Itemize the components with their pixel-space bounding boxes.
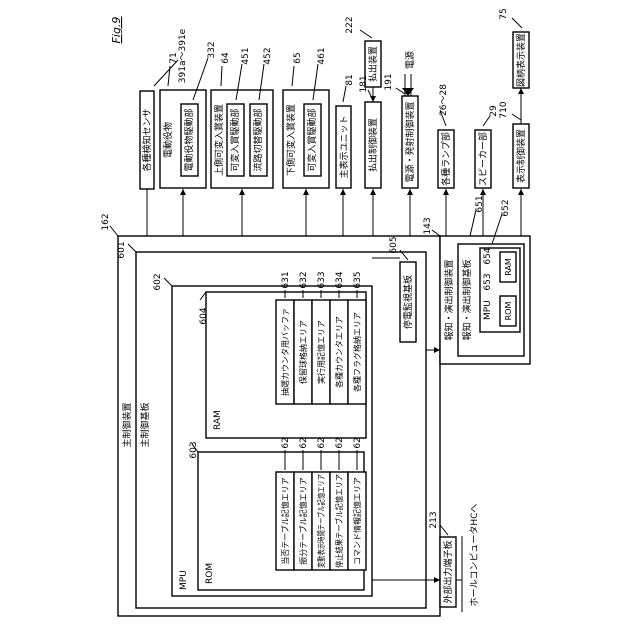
lower-drive-label: 可変入賞駆動部 <box>306 108 318 171</box>
ram-ref: 604 <box>199 307 209 324</box>
rom-area-label: 変動表示時間テーブル記憶エリア <box>316 474 326 568</box>
display-control-label: 表示制御装置 <box>515 129 527 183</box>
ram-area-ref: 631 <box>281 271 291 288</box>
rom-area-label: 振分テーブル記憶エリア <box>298 477 308 565</box>
lamp-label: 各種ランプ部 <box>440 132 452 186</box>
sub-mpu-label: MPU <box>483 300 493 320</box>
lamp-ref: 26〜28 <box>439 84 449 116</box>
ram-area-label: 保留球格納エリア <box>298 320 308 384</box>
main-display-label: 主表示ユニット <box>338 115 350 178</box>
stop-board-label: 停電監視基板 <box>402 275 414 329</box>
lower-unit-label: 下側可変入賞装置 <box>285 104 297 176</box>
ram-area-label: 各種カウンタエリア <box>334 316 344 388</box>
notice-board-label: 報知・演出制御基板 <box>461 259 473 340</box>
electric-device-label: 電動役物 <box>162 122 174 158</box>
lower-unit-ref: 65 <box>293 52 303 63</box>
ram-area-label: 実行用記憶エリア <box>316 320 326 384</box>
mpu-label: MPU <box>179 570 189 590</box>
rom-area-label: 当否テーブル記憶エリア <box>280 477 290 565</box>
hall-computer-label: ホールコンピュータHCへ <box>469 504 480 607</box>
rom-label: ROM <box>205 563 215 584</box>
payout-control-ref: 181 <box>359 75 369 92</box>
ram-area-ref: 632 <box>299 271 309 288</box>
ram-area-ref: 633 <box>317 271 327 288</box>
mpu-ref: 602 <box>153 273 163 290</box>
electric-drive-label: 電動役物駆動部 <box>183 108 195 171</box>
main-display-ref: 81 <box>345 74 355 85</box>
figure-label: Fig.9 <box>110 17 123 44</box>
notice-device-ref: 143 <box>423 217 433 234</box>
sub-mpu-ref: 653 <box>483 273 493 290</box>
figure-display-label: 図柄表示装置 <box>515 33 527 87</box>
upper-drive1-label: 可変入賞駆動部 <box>229 108 241 171</box>
sensor-label: 各種検知センサ <box>141 108 153 171</box>
payout-control-label: 払出制御装置 <box>367 118 379 172</box>
ram-area-label: 各種フラグ格納エリア <box>352 312 362 392</box>
sub-rom-ram-ref: 654 <box>483 247 493 264</box>
main-board-ref: 601 <box>117 241 127 258</box>
sub-rom-label: ROM <box>504 302 513 321</box>
power-source-label: 電源 <box>405 51 416 69</box>
speaker-label: スピーカー部 <box>477 132 489 186</box>
upper-drive1-ref: 451 <box>241 47 251 64</box>
rom-area-label: 停止結果テーブル記憶エリア <box>334 474 344 568</box>
ram-area-label: 抽選カウンタ用バッファ <box>280 308 290 396</box>
upper-unit-label: 上側可変入賞装置 <box>213 104 225 176</box>
upper-drive2-ref: 452 <box>263 47 273 64</box>
stop-board-ref: 605 <box>389 236 399 253</box>
electric-device-ref: 71 <box>169 52 179 63</box>
payout-device-ref: 222 <box>345 16 355 33</box>
notice-device-label: 報知・演出制御装置 <box>443 259 455 340</box>
main-board-label: 主制御基板 <box>139 402 151 447</box>
lower-drive-ref: 461 <box>317 47 327 64</box>
rom-ref: 603 <box>189 441 199 458</box>
sub-ram-label: RAM <box>504 258 513 276</box>
notice-board-inner-ref: 652 <box>501 199 511 216</box>
power-control-ref: 191 <box>384 73 394 90</box>
upper-drive2-label: 流路切替駆動部 <box>252 108 264 171</box>
ram-area-ref: 635 <box>353 271 363 288</box>
upper-unit-ref: 64 <box>221 52 231 64</box>
speaker-ref: 29 <box>489 105 499 117</box>
ram-area-ref: 634 <box>335 271 345 288</box>
ram-label: RAM <box>213 410 223 430</box>
notice-board-ref: 651 <box>475 195 485 212</box>
main-device-label: 主制御装置 <box>121 402 133 447</box>
rom-area-label: コマンド情報記憶エリア <box>352 477 362 565</box>
electric-drive-ref: 332 <box>207 41 217 58</box>
figure-display-ref: 75 <box>499 8 509 19</box>
power-control-label: 電源・発射制御装置 <box>404 101 416 182</box>
sensor-ref: 391a〜391e <box>178 28 188 83</box>
external-terminal-ref: 213 <box>429 511 439 528</box>
display-control-ref: 710 <box>499 101 509 118</box>
external-terminal-label: 外部出力端子板 <box>442 540 454 603</box>
main-device-ref: 162 <box>101 213 111 230</box>
